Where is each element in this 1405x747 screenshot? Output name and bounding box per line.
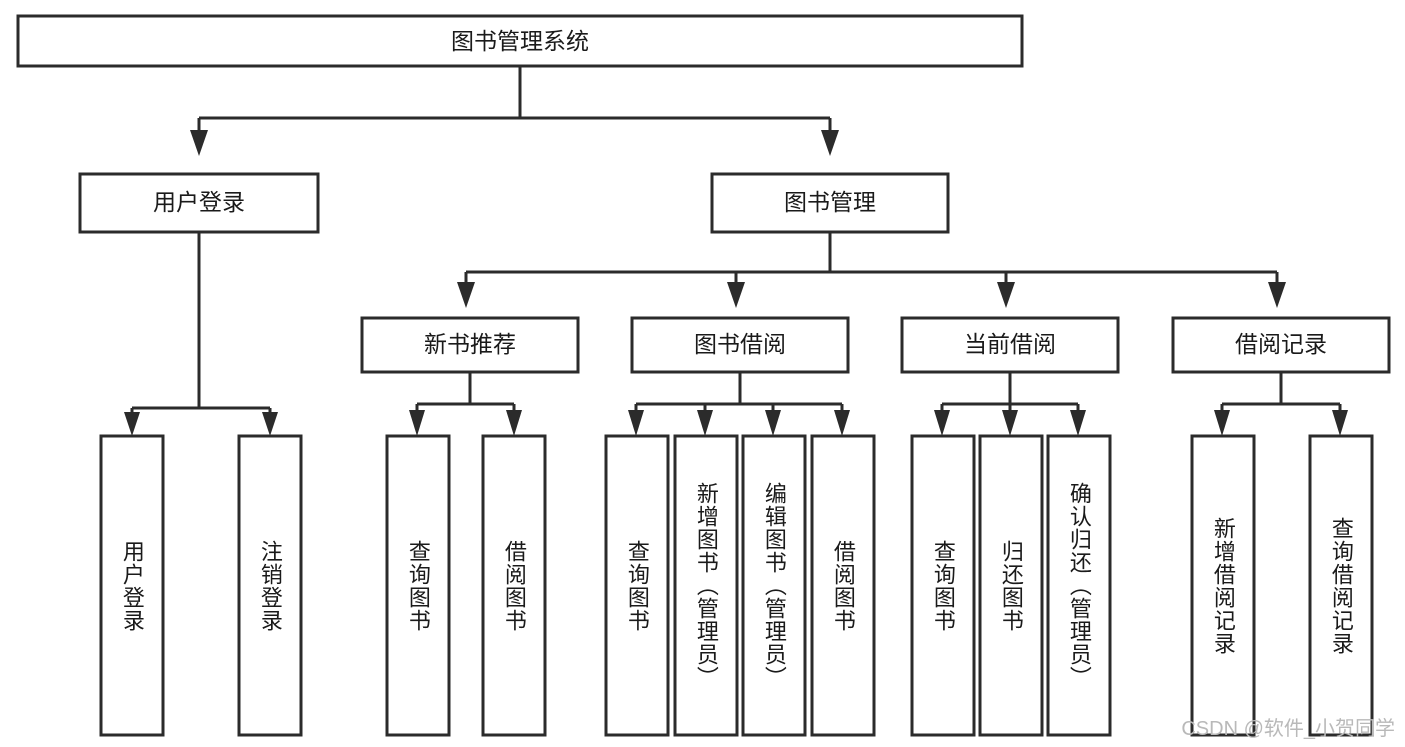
arrow-head-leaf-edit-book	[765, 410, 781, 436]
arrow-head-leaf-confirm-return	[1070, 410, 1086, 436]
node-leaf-query-book-1-box[interactable]	[385, 434, 451, 737]
node-leaf-borrow-book-1-box[interactable]	[481, 434, 547, 737]
arrow-head-new-book-recommend	[457, 282, 475, 308]
arrow-head-book-borrow	[727, 282, 745, 308]
connector-group-borrow-record	[1214, 372, 1348, 436]
node-user-login[interactable]: 用户登录	[78, 172, 320, 234]
arrow-head-borrow-record	[1268, 282, 1286, 308]
node-leaf-user-login-box[interactable]	[99, 434, 165, 737]
node-book-management-label: 图书管理	[784, 189, 876, 215]
node-user-login-box[interactable]	[78, 172, 320, 234]
node-leaf-query-record-box[interactable]	[1308, 434, 1374, 737]
node-borrow-record-label: 借阅记录	[1235, 331, 1327, 357]
node-leaf-query-book-3-box[interactable]	[910, 434, 976, 737]
connector-group-new-book-recommend	[409, 372, 522, 436]
node-book-management[interactable]: 图书管理	[710, 172, 950, 234]
arrow-head-current-borrow	[997, 282, 1015, 308]
node-leaf-borrow-book-2-box[interactable]	[810, 434, 876, 737]
arrow-head-leaf-query-book-2	[628, 410, 644, 436]
connector-group-current-borrow	[934, 372, 1086, 436]
node-current-borrow-box[interactable]	[900, 316, 1120, 374]
node-leaf-edit-book-box[interactable]	[741, 434, 807, 737]
node-leaf-add-record-box[interactable]	[1190, 434, 1256, 737]
arrow-head-leaf-add-book	[697, 410, 713, 436]
connector-group-root	[190, 66, 839, 156]
arrow-head-leaf-return-book	[1002, 410, 1018, 436]
arrow-head-book-management	[821, 130, 839, 156]
connector-group-book-management	[457, 232, 1286, 308]
arrow-head-leaf-user-login	[124, 412, 140, 436]
node-new-book-recommend-label: 新书推荐	[424, 331, 516, 357]
arrow-head-leaf-logout	[262, 412, 278, 436]
node-root-system-label: 图书管理系统	[451, 28, 589, 54]
node-leaf-logout-box[interactable]	[237, 434, 303, 737]
node-book-borrow-box[interactable]	[630, 316, 850, 374]
connector-group-user-login	[124, 232, 278, 436]
node-leaf-return-book-box[interactable]	[978, 434, 1044, 737]
node-borrow-record-box[interactable]	[1171, 316, 1391, 374]
node-leaf-query-book-2-box[interactable]	[604, 434, 670, 737]
watermark-text: CSDN @软件_小贺同学	[1181, 718, 1395, 740]
node-root-system[interactable]: 图书管理系统	[16, 14, 1024, 68]
node-borrow-record[interactable]: 借阅记录	[1171, 316, 1391, 374]
arrow-head-user-login	[190, 130, 208, 156]
node-leaf-confirm-return-box[interactable]	[1046, 434, 1112, 737]
node-current-borrow-label: 当前借阅	[964, 331, 1056, 357]
node-book-borrow[interactable]: 图书借阅	[630, 316, 850, 374]
arrow-head-leaf-query-book-3	[934, 410, 950, 436]
node-user-login-label: 用户登录	[153, 189, 245, 215]
arrow-head-leaf-query-record	[1332, 410, 1348, 436]
connector-group-book-borrow	[628, 372, 850, 436]
node-book-borrow-label: 图书借阅	[694, 331, 786, 357]
node-current-borrow[interactable]: 当前借阅	[900, 316, 1120, 374]
node-root-system-box[interactable]	[16, 14, 1024, 68]
node-new-book-recommend[interactable]: 新书推荐	[360, 316, 580, 374]
arrow-head-leaf-add-record	[1214, 410, 1230, 436]
node-book-management-box[interactable]	[710, 172, 950, 234]
arrow-head-leaf-borrow-book-1	[506, 410, 522, 436]
node-new-book-recommend-box[interactable]	[360, 316, 580, 374]
node-leaf-add-book-box[interactable]	[673, 434, 739, 737]
arrow-head-leaf-borrow-book-2	[834, 410, 850, 436]
arrow-head-leaf-query-book-1	[409, 410, 425, 436]
